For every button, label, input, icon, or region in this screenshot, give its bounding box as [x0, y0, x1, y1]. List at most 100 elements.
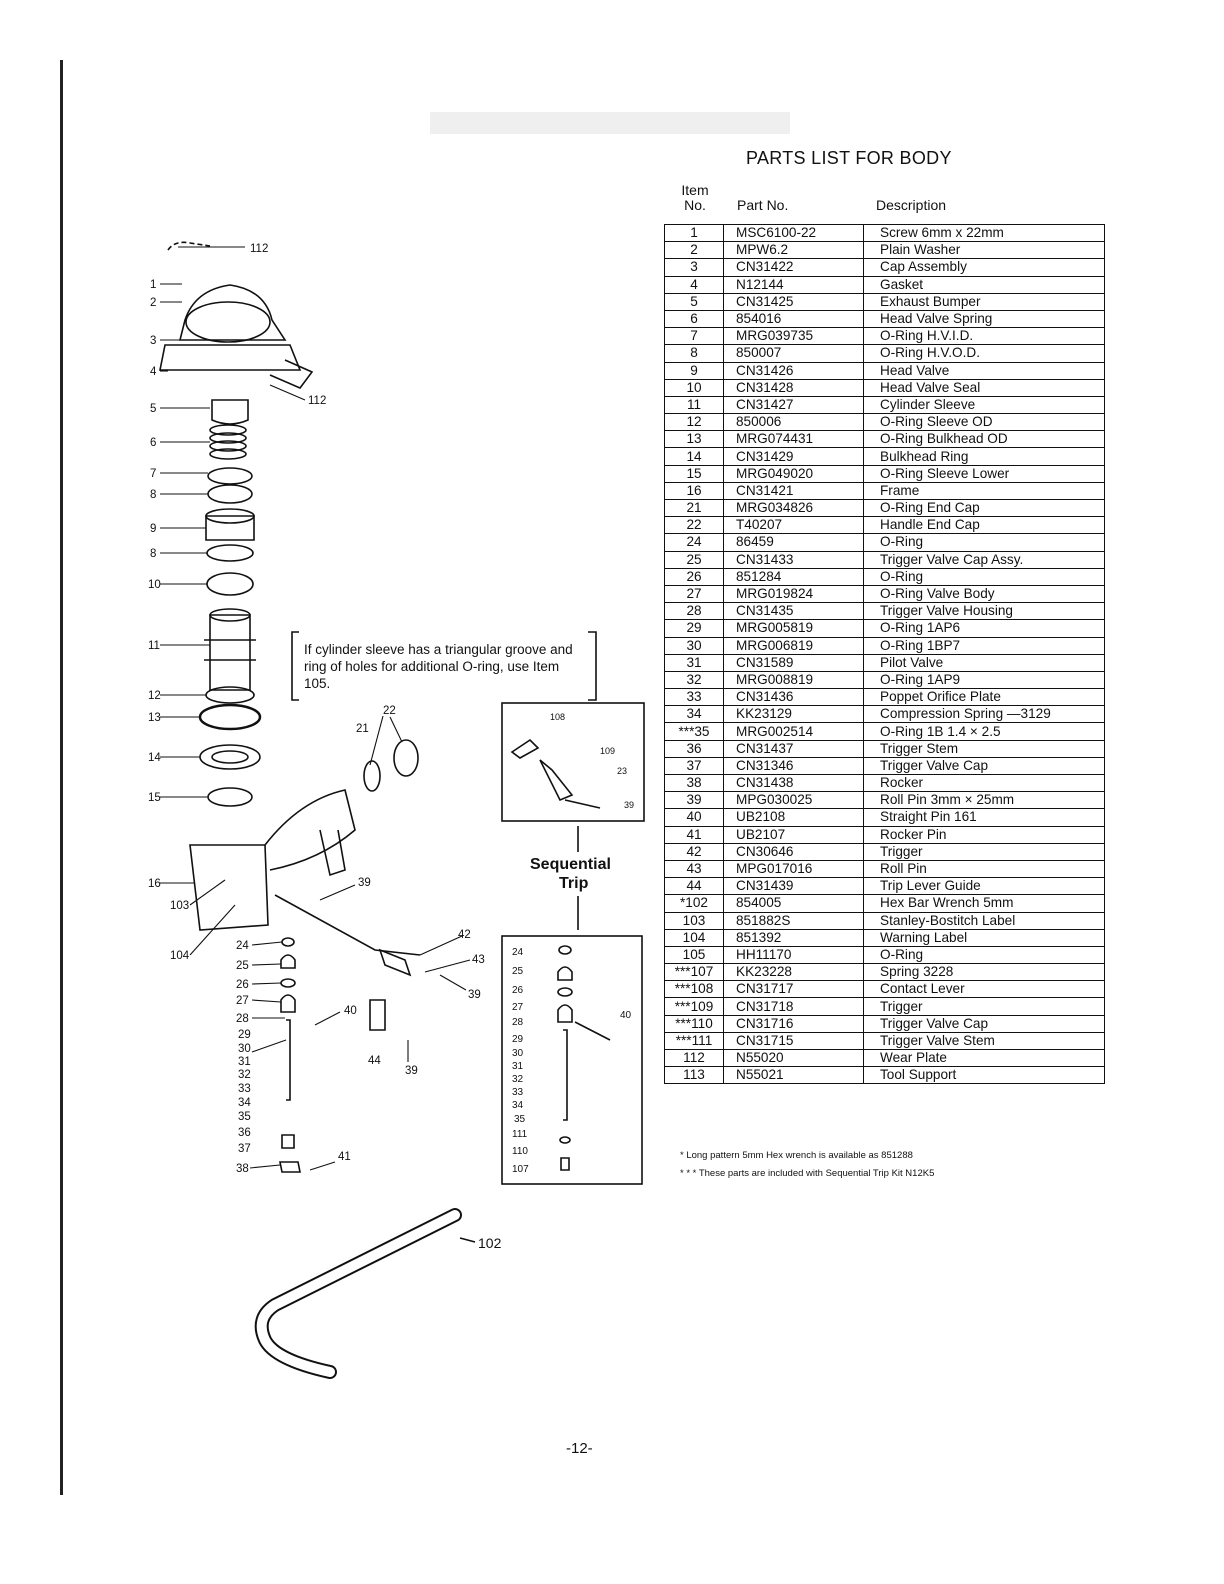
- callout-label: 10: [148, 579, 161, 591]
- cell-item: 26: [664, 567, 724, 586]
- cell-description: Rocker Pin: [863, 825, 1105, 844]
- cell-item: 4: [664, 275, 724, 294]
- cell-part-number: UB2108: [723, 808, 864, 827]
- cell-part-number: CN31421: [723, 481, 864, 501]
- cell-description: Trigger Valve Stem: [863, 1031, 1105, 1051]
- cell-item: 1: [664, 223, 724, 243]
- callout-label: 30: [512, 1048, 524, 1059]
- column-header-description: Description: [876, 197, 947, 213]
- cell-item: 11: [664, 395, 724, 415]
- footnote-single-star: * Long pattern 5mm Hex wrench is availab…: [680, 1150, 913, 1161]
- cell-item: ***108: [664, 980, 724, 999]
- head-valve-seal: [206, 572, 254, 596]
- inset-title: Trip: [559, 875, 589, 892]
- cell-part-number: N55021: [723, 1066, 864, 1085]
- cell-item: 32: [664, 670, 724, 690]
- cell-part-number: KK23129: [723, 705, 864, 724]
- o-ring: [207, 467, 253, 485]
- cell-part-number: CN30646: [723, 842, 864, 861]
- callout-label: 42: [458, 929, 471, 941]
- callout-label: 39: [624, 800, 634, 810]
- o-ring: [207, 787, 253, 807]
- cell-part-number: MPG017016: [723, 859, 864, 879]
- cell-description: O-Ring Sleeve OD: [863, 413, 1105, 432]
- callout-label: 16: [148, 878, 161, 890]
- cell-description: Plain Washer: [863, 241, 1105, 260]
- cell-part-number: CN31436: [723, 688, 864, 707]
- scan-edge: [60, 60, 63, 1495]
- cell-description: Head Valve: [863, 361, 1105, 380]
- cell-item: 7: [664, 327, 724, 346]
- cell-item: 105: [664, 945, 724, 965]
- callout-label: 9: [150, 523, 156, 535]
- inset-title: Sequential: [530, 856, 611, 873]
- cell-part-number: CN31427: [723, 395, 864, 415]
- callout-label: 108: [550, 712, 565, 722]
- cell-description: Roll Pin 3mm × 25mm: [863, 791, 1105, 810]
- callout-label: 27: [512, 1002, 524, 1013]
- cell-description: Poppet Orifice Plate: [863, 688, 1105, 707]
- cell-part-number: CN31435: [723, 602, 864, 621]
- callout-label: 8: [150, 548, 156, 560]
- cell-part-number: CN31437: [723, 739, 864, 758]
- cell-item: 39: [664, 791, 724, 810]
- cell-part-number: MRG008819: [723, 670, 864, 690]
- callout-label: 40: [620, 1010, 632, 1021]
- cell-description: Trigger Valve Housing: [863, 602, 1105, 621]
- cell-part-number: 854005: [723, 894, 864, 913]
- cell-part-number: MRG074431: [723, 430, 864, 449]
- cell-item: 41: [664, 825, 724, 844]
- cell-item: ***111: [664, 1031, 724, 1051]
- callout-label: 26: [512, 985, 524, 996]
- cell-part-number: HH11170: [723, 945, 864, 965]
- callout-label: 41: [338, 1151, 351, 1163]
- callout-label: 29: [512, 1034, 524, 1045]
- callout-label: 39: [468, 989, 481, 1001]
- callout-label: 111: [512, 1129, 528, 1140]
- cell-description: Rocker: [863, 773, 1105, 793]
- cell-item: 24: [664, 533, 724, 552]
- callout-label: 39: [358, 877, 371, 889]
- callout-label: 44: [368, 1055, 381, 1067]
- cell-description: Tool Support: [863, 1066, 1105, 1085]
- cell-item: 43: [664, 859, 724, 879]
- head-valve-spring: [209, 424, 247, 460]
- callout-label: 33: [512, 1087, 524, 1098]
- cell-item: 104: [664, 928, 724, 947]
- cap-assembly: [178, 284, 287, 341]
- callout-labels: 112 1 2 3 4 112 5 6 7 8 9 8 10 11 12 13 …: [148, 243, 634, 1251]
- cell-item: *102: [664, 894, 724, 913]
- callout-label: 3: [150, 335, 156, 347]
- cell-part-number: CN31716: [723, 1014, 864, 1033]
- callout-label: 34: [512, 1100, 524, 1111]
- callout-label: 102: [478, 1235, 502, 1251]
- cell-item: 14: [664, 447, 724, 466]
- cell-part-number: MRG039735: [723, 327, 864, 346]
- callout-label: 6: [150, 437, 156, 449]
- cell-part-number: 854016: [723, 309, 864, 329]
- cell-part-number: CN31422: [723, 258, 864, 277]
- cell-item: ***35: [664, 722, 724, 741]
- callout-label: 31: [238, 1056, 251, 1068]
- cell-description: Screw 6mm x 22mm: [863, 223, 1105, 243]
- cell-part-number: CN31589: [723, 653, 864, 672]
- cell-item: 113: [664, 1066, 724, 1085]
- trip-lever-guide: [369, 999, 386, 1031]
